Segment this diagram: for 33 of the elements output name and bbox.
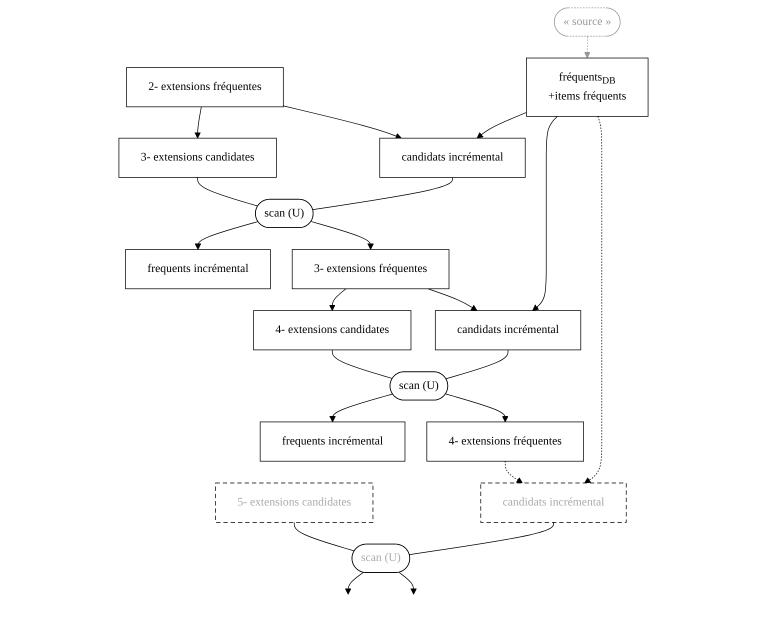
arrow bbox=[584, 116, 602, 484]
arrow bbox=[504, 460, 523, 484]
node-box: candidats incrémental bbox=[480, 482, 627, 523]
arrow bbox=[445, 394, 508, 422]
node-box: 2- extensions fréquentes bbox=[126, 67, 284, 108]
arrow bbox=[344, 572, 364, 595]
arrow bbox=[428, 288, 478, 311]
node-box: candidats incrémental bbox=[434, 310, 582, 350]
node-box: 5- extensions candidates bbox=[215, 482, 374, 523]
arrow bbox=[310, 221, 374, 250]
node-box: 4- extensions fréquentes bbox=[426, 422, 584, 462]
arrow bbox=[398, 572, 417, 595]
connector bbox=[446, 350, 508, 380]
arrow bbox=[194, 221, 258, 250]
connector bbox=[409, 522, 554, 555]
node-box: 4- extensions candidates bbox=[253, 310, 412, 350]
arrow bbox=[584, 36, 590, 58]
arrow bbox=[329, 394, 394, 422]
node-box: 3- extensions fréquentes bbox=[292, 249, 450, 290]
node-box: frequents incrémental bbox=[125, 249, 271, 290]
arrow bbox=[329, 288, 346, 311]
connector bbox=[312, 177, 453, 210]
connector bbox=[332, 350, 394, 379]
connector bbox=[197, 177, 258, 206]
node-box: 3- extensions candidates bbox=[118, 138, 277, 178]
node-box: fréquents$_{DB}$ +items fréquents bbox=[526, 58, 648, 117]
arrow bbox=[476, 112, 527, 138]
node-box: candidats incrémental bbox=[379, 138, 526, 178]
connector bbox=[294, 522, 355, 552]
node-box: frequents incrémental bbox=[260, 422, 406, 462]
arrow bbox=[532, 116, 558, 311]
arrow bbox=[282, 106, 402, 140]
arrow bbox=[194, 106, 202, 138]
